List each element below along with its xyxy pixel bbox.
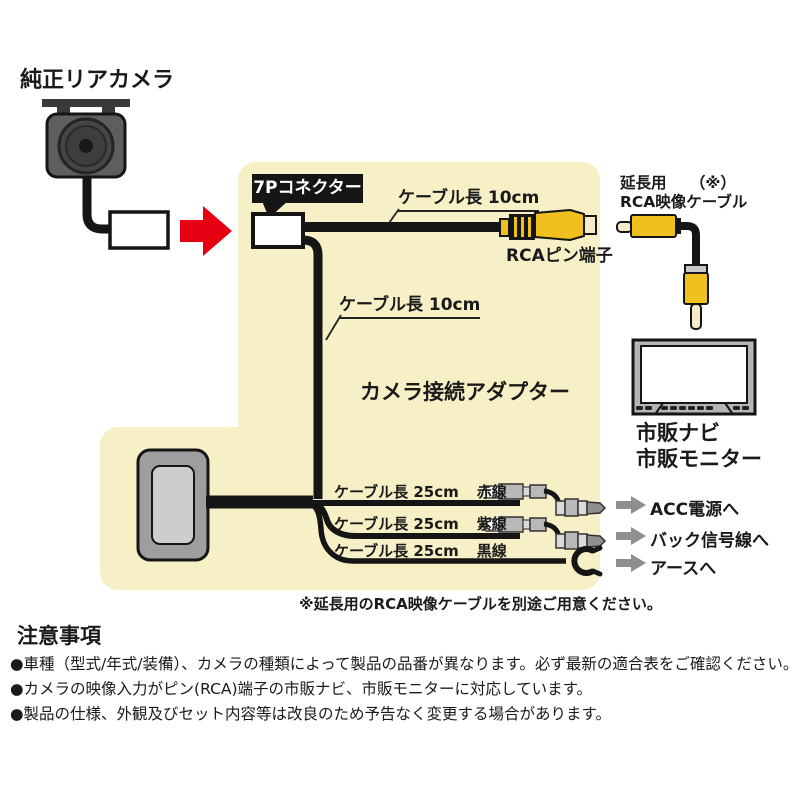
wire-color-label-3: 黒線	[476, 542, 507, 560]
monitor-buttons	[636, 406, 749, 410]
caution-item-1: ●車種（型式/年式/装備）、カメラの種類によって製品の品番が異なります。必ず最新…	[10, 655, 799, 673]
destination-label-ground: アースへ	[650, 559, 717, 579]
camera-cable	[82, 177, 112, 234]
bullet-terminal-1	[555, 498, 607, 517]
wire-length-label-2: ケーブル長 25cm	[334, 515, 459, 533]
adapter-box-illustration	[136, 448, 210, 562]
cable-length-label-top: ケーブル長 10cm	[398, 183, 540, 212]
caution-list: ●車種（型式/年式/装備）、カメラの種類によって製品の品番が異なります。必ず最新…	[10, 652, 799, 727]
wire-row-label-1: ケーブル長 25cm 赤線	[334, 481, 507, 502]
bullet-terminal-2	[555, 531, 607, 550]
leader-line-mid	[325, 314, 342, 341]
splice-connector-1	[485, 483, 547, 500]
extension-label-line1: 延長用 （※）	[620, 171, 736, 193]
extension-note-mark: （※）	[689, 174, 736, 192]
gray-arrow-icon-acc	[616, 496, 646, 514]
caution-item-3: ●製品の仕様、外観及びセット内容等は改良のため予告なく変更する場合があります。	[10, 705, 611, 723]
cable-10cm-vertical	[302, 235, 323, 499]
rca-female-connector	[499, 209, 597, 241]
extension-rca-cable-illustration	[616, 214, 709, 330]
connector-7p-box	[251, 212, 305, 249]
wire-branch-purple	[310, 500, 607, 550]
cable-length-label-mid: ケーブル長 10cm	[339, 290, 481, 319]
rear-camera-illustration	[42, 99, 170, 250]
wire-color-label-2: 紫線	[476, 515, 507, 533]
extension-label-line2: RCA映像ケーブル	[620, 193, 748, 211]
monitor-label-line2: 市販モニター	[636, 447, 762, 471]
caution-item-2: ●カメラの映像入力がピン(RCA)端子の市販ナビ、市販モニターに対応しています。	[10, 680, 593, 698]
splice-connector-2	[485, 516, 547, 533]
destination-label-back-signal: バック信号線へ	[650, 531, 769, 551]
wire-branch-red	[310, 483, 607, 517]
connector-7p-label: 7Pコネクター	[252, 174, 363, 203]
destination-label-acc: ACC電源へ	[650, 500, 740, 520]
wire-length-label-3: ケーブル長 25cm	[334, 542, 459, 560]
monitor-label: 市販ナビ 市販モニター	[636, 420, 762, 472]
monitor-illustration	[631, 338, 757, 416]
wire-branch-black	[308, 501, 603, 577]
wire-length-label-1: ケーブル長 25cm	[334, 483, 459, 501]
adapter-label: カメラ接続アダプター	[360, 380, 570, 404]
fork-terminal	[571, 545, 603, 577]
caution-heading: 注意事項	[17, 624, 101, 648]
gray-arrow-icon-ground	[616, 554, 646, 572]
wire-row-label-2: ケーブル長 25cm 紫線	[334, 513, 507, 534]
wire-color-label-1: 赤線	[476, 483, 507, 501]
camera-connector-box	[108, 210, 170, 250]
footnote: ※延長用のRCA映像ケーブルを別途ご用意ください。	[299, 595, 662, 613]
rca-pin-label: RCAピン端子	[506, 246, 613, 266]
camera-label: 純正リアカメラ	[20, 68, 175, 93]
leader-line-top	[388, 208, 400, 224]
gray-arrow-icon-back	[616, 527, 646, 545]
wire-row-label-3: ケーブル長 25cm 黒線	[334, 540, 507, 561]
red-arrow-icon	[180, 206, 232, 256]
extension-label-text: 延長用	[620, 174, 667, 192]
monitor-label-line1: 市販ナビ	[636, 421, 720, 445]
